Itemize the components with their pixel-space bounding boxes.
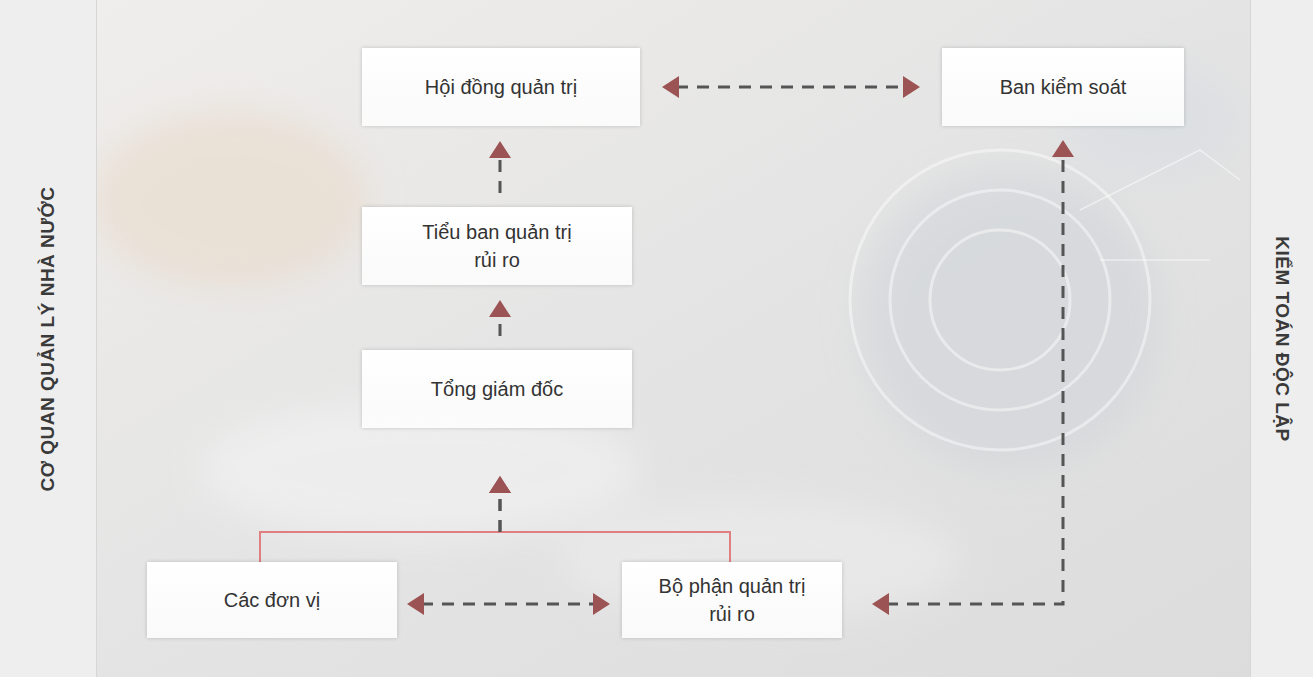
connector <box>407 593 610 615</box>
arrow-head <box>489 141 511 158</box>
connector <box>662 76 920 98</box>
box-label: Tổng giám đốc <box>431 375 563 403</box>
process-box: Tiểu ban quản trị rủi ro <box>362 207 632 285</box>
side-band: CƠ QUAN QUẢN LÝ NHÀ NƯỚC <box>0 0 97 677</box>
connector <box>489 300 511 336</box>
connector <box>489 141 511 193</box>
arrow-head <box>489 476 511 493</box>
process-box: Bộ phận quản trị rủi ro <box>622 562 842 638</box>
connector <box>872 140 1074 615</box>
process-box: Hội đồng quản trị <box>362 48 640 126</box>
arrow-head <box>903 76 920 98</box>
process-box: Ban kiểm soát <box>942 48 1184 126</box>
box-label: Hội đồng quản trị <box>425 73 577 101</box>
dashed-line <box>421 603 596 606</box>
arrow-head <box>593 593 610 615</box>
bracket-line <box>260 532 500 566</box>
band-label: KIỂM TOÁN ĐỘC LẬP <box>1271 236 1293 442</box>
arrow-head <box>872 593 889 615</box>
box-label: Ban kiểm soát <box>1000 73 1127 101</box>
process-box: Các đơn vị <box>147 562 397 638</box>
dashed-line <box>886 154 1063 604</box>
connector <box>260 476 511 566</box>
connector <box>489 476 730 566</box>
bracket-line <box>500 532 730 566</box>
dashed-line <box>676 86 906 89</box>
dashed-line <box>499 490 502 532</box>
box-label: Bộ phận quản trị rủi ro <box>652 572 812 628</box>
arrow-head <box>1052 140 1074 157</box>
side-band: KIỂM TOÁN ĐỘC LẬP <box>1250 0 1313 677</box>
dashed-line <box>499 314 502 336</box>
arrow-head <box>489 300 511 317</box>
band-label: CƠ QUAN QUẢN LÝ NHÀ NƯỚC <box>37 186 59 491</box>
arrow-head <box>489 476 511 493</box>
arrow-head <box>407 593 424 615</box>
arrow-head <box>662 76 679 98</box>
dashed-line <box>499 490 502 532</box>
process-box: Tổng giám đốc <box>362 350 632 428</box>
box-label: Tiểu ban quản trị rủi ro <box>417 218 577 274</box>
dashed-line <box>499 155 502 193</box>
box-label: Các đơn vị <box>224 586 320 614</box>
